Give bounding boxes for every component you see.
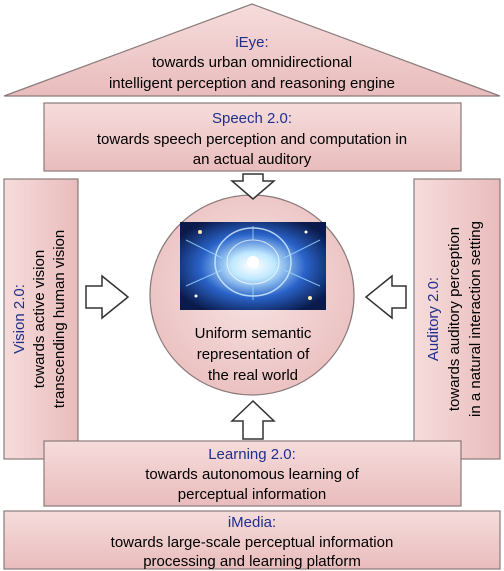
ieye-roof: iEye: towards urban omnidirectional inte… [3, 3, 501, 97]
imedia-line-2: processing and learning platform [143, 553, 361, 570]
learning-line-1: towards autonomous learning of [145, 466, 359, 483]
learning-box: Learning 2.0: towards autonomous learnin… [43, 440, 462, 507]
speech-line-1: towards speech perception and computatio… [97, 131, 407, 148]
roof-line-1: towards urban omnidirectional [152, 54, 352, 71]
arrow-down-from-speech [229, 173, 277, 200]
learning-title: Learning 2.0: [208, 446, 296, 463]
center-line-3: the real world [208, 367, 298, 384]
vision-line-1: towards active vision [31, 250, 48, 388]
imedia-line-1: towards large-scale perceptual informati… [111, 534, 394, 551]
arrows [85, 173, 407, 440]
center-line-2: representation of [197, 346, 310, 363]
arrow-up-from-learning [230, 399, 276, 440]
vision-line-2: transcending human vision [51, 230, 68, 408]
imedia-foundation: iMedia: towards large-scale perceptual i… [3, 510, 501, 570]
learning-box-shape [43, 440, 462, 507]
auditory-box: Auditory 2.0: towards auditory perceptio… [413, 178, 501, 460]
brain-image [180, 222, 326, 310]
center-line-1: Uniform semantic [195, 325, 312, 342]
auditory-box-shape [413, 178, 501, 460]
speech-line-2: an actual auditory [193, 151, 312, 168]
learning-line-2: perceptual information [178, 486, 326, 503]
arrow-left-from-auditory [364, 274, 407, 320]
vision-box-shape [3, 178, 79, 460]
speech-box-shape [43, 102, 462, 172]
roof-line-2: intelligent perception and reasoning eng… [109, 75, 395, 92]
vision-box: Vision 2.0: towards active vision transc… [3, 178, 79, 460]
speech-title: Speech 2.0: [212, 110, 292, 127]
speech-box: Speech 2.0: towards speech perception an… [43, 102, 462, 172]
vision-title: Vision 2.0: [11, 284, 28, 354]
imedia-box-shape [3, 510, 501, 570]
auditory-line-1: towards auditory perception [446, 227, 463, 411]
arrow-right-from-vision [85, 274, 130, 320]
auditory-line-2: in a natural interaction setting [467, 221, 484, 417]
imedia-title: iMedia: [228, 514, 276, 531]
roof-shape [3, 3, 501, 97]
center-oval: Uniform semantic representation of the r… [149, 194, 355, 396]
auditory-title: Auditory 2.0: [425, 277, 442, 361]
roof-title: iEye: [235, 34, 268, 51]
